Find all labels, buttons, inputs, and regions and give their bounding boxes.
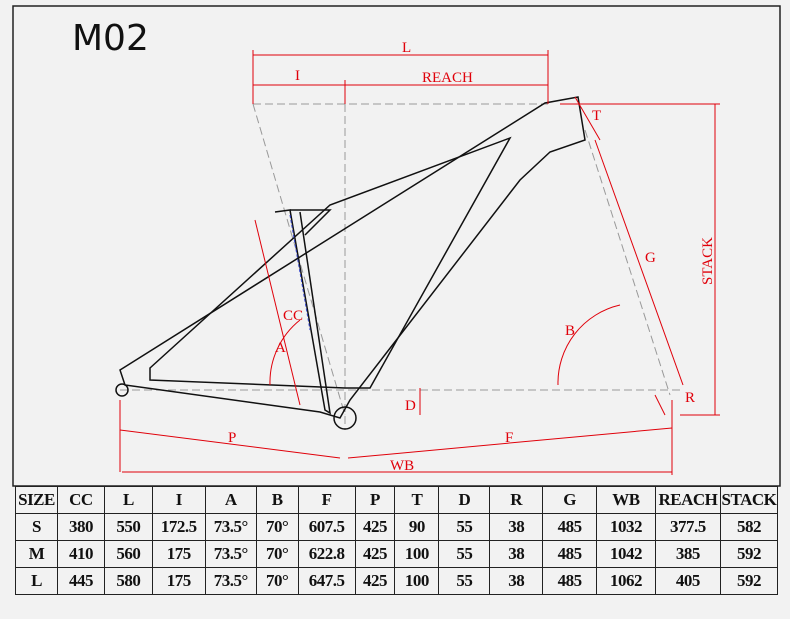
table-cell: I: [151, 486, 206, 514]
table-cell: 55: [438, 567, 491, 595]
table-cell: 90: [394, 513, 440, 541]
table-cell: 582: [719, 513, 779, 541]
table-cell: WB: [596, 486, 656, 514]
model-title: M02: [72, 18, 149, 59]
table-cell: G: [542, 486, 598, 514]
table-cell: M: [15, 540, 58, 568]
table-cell: 550: [103, 513, 153, 541]
table-cell: 485: [542, 513, 598, 541]
table-cell: CC: [56, 486, 105, 514]
table-cell: 73.5°: [204, 567, 257, 595]
label-f: F: [505, 430, 513, 446]
label-l: L: [402, 40, 411, 56]
table-cell: 100: [394, 540, 440, 568]
table-cell: 55: [438, 540, 491, 568]
table-cell: S: [15, 513, 58, 541]
table-cell: 425: [354, 567, 396, 595]
table-cell: F: [297, 486, 356, 514]
table-cell: 377.5: [654, 513, 721, 541]
table-cell: 592: [719, 567, 779, 595]
table-cell: 580: [103, 567, 153, 595]
table-cell: 622.8: [297, 540, 356, 568]
table-cell: 560: [103, 540, 153, 568]
table-cell: 607.5: [297, 513, 356, 541]
table-cell: 38: [489, 513, 544, 541]
table-cell: 100: [394, 567, 440, 595]
label-d: D: [405, 398, 416, 414]
table-cell: 175: [151, 567, 206, 595]
table-cell: R: [489, 486, 544, 514]
label-r: R: [685, 390, 695, 406]
table-cell: SIZE: [15, 486, 58, 514]
table-cell: 380: [56, 513, 105, 541]
label-p: P: [228, 430, 236, 446]
table-cell: 385: [654, 540, 721, 568]
table-cell: 55: [438, 513, 491, 541]
table-cell: 410: [56, 540, 105, 568]
table-cell: A: [204, 486, 257, 514]
table-cell: 647.5: [297, 567, 356, 595]
label-reach: REACH: [422, 70, 473, 86]
label-t: T: [592, 108, 601, 124]
table-cell: L: [103, 486, 153, 514]
table-cell: 405: [654, 567, 721, 595]
label-b: B: [565, 323, 575, 339]
table-cell: 592: [719, 540, 779, 568]
label-i: I: [295, 68, 300, 84]
guide-lines: [120, 103, 680, 430]
table-cell: 1062: [596, 567, 656, 595]
table-cell: D: [438, 486, 491, 514]
table-cell: 485: [542, 540, 598, 568]
label-g: G: [645, 250, 656, 266]
table-cell: REACH: [654, 486, 721, 514]
dimension-lines: [119, 50, 720, 475]
table-cell: 1032: [596, 513, 656, 541]
table-cell: B: [255, 486, 299, 514]
label-stack: STACK: [700, 237, 716, 285]
table-cell: 425: [354, 540, 396, 568]
label-wb: WB: [390, 458, 414, 474]
table-cell: 70°: [255, 513, 299, 541]
table-cell: 445: [56, 567, 105, 595]
table-cell: 38: [489, 540, 544, 568]
table-cell: 38: [489, 567, 544, 595]
label-cc: CC: [283, 308, 303, 324]
table-cell: 1042: [596, 540, 656, 568]
table-cell: 73.5°: [204, 513, 257, 541]
table-cell: P: [354, 486, 396, 514]
table-cell: 172.5: [151, 513, 206, 541]
table-cell: 70°: [255, 540, 299, 568]
table-cell: 70°: [255, 567, 299, 595]
table-cell: T: [394, 486, 440, 514]
table-cell: 485: [542, 567, 598, 595]
table-cell: 73.5°: [204, 540, 257, 568]
table-cell: STACK: [719, 486, 779, 514]
table-cell: L: [15, 567, 58, 595]
bike-frame: [115, 96, 586, 430]
table-cell: 175: [151, 540, 206, 568]
table-cell: 425: [354, 513, 396, 541]
label-a: A: [275, 340, 286, 356]
